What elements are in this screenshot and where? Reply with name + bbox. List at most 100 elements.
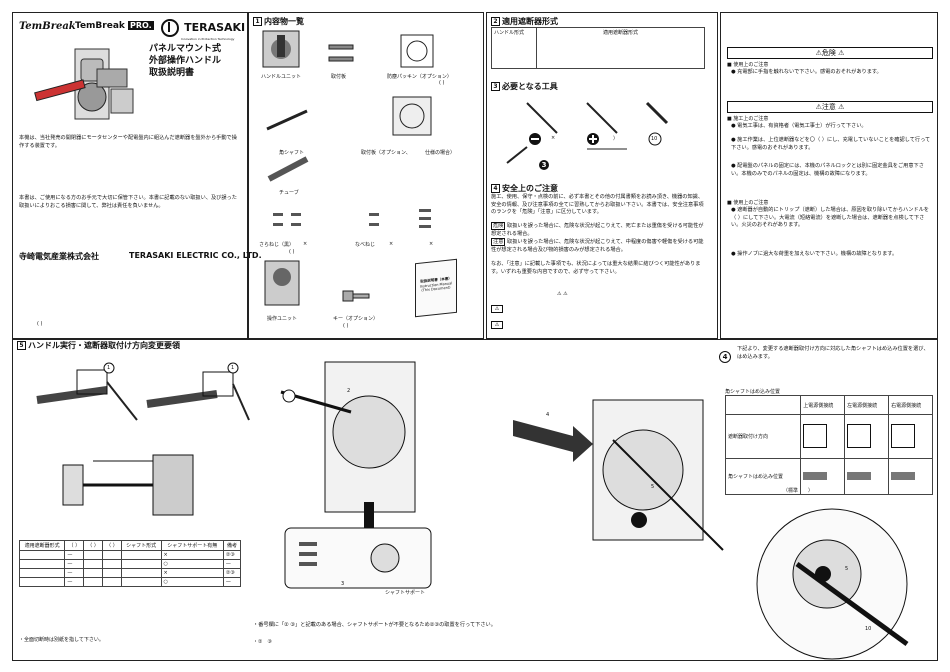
document-number: ( ): [37, 321, 43, 327]
screws-image: [273, 209, 431, 228]
cover-description: 本機は、当社発売の開閉器にモータセンターや配電盤内に組込んだ遮断器を盤外から手動…: [19, 135, 237, 149]
step-4-badge: 4: [719, 344, 731, 363]
item-gasket: 防塵パッキン（オプション）: [387, 74, 452, 80]
table-row: —○—: [18, 577, 242, 587]
angle-col-left: 左電源側接続: [844, 395, 890, 415]
shaft-right-icon: [891, 471, 916, 480]
caution-tag: 注意: [491, 238, 506, 246]
caution-heading-2: ■ 使用上のご注意: [727, 200, 769, 206]
item-handle-unit: ハンドルユニット: [261, 74, 302, 80]
tube-image: [267, 156, 309, 182]
step-1-label-b: 1: [231, 365, 235, 371]
tool-badge-3: 3: [539, 160, 549, 170]
caution-item-1: ● 電気工事は、有資格者（電気工事士）が行って下さい。: [731, 123, 867, 129]
mounting-plate-image: [328, 44, 354, 62]
safety-row1: ⚠: [491, 305, 503, 313]
parts-detail: [284, 527, 432, 589]
square-shaft-image: [266, 109, 308, 131]
danger-heading: ■ 使用上のご注意: [727, 62, 769, 68]
handle-assembly-diagram: [280, 361, 416, 572]
handle-illustration: [34, 48, 134, 120]
company-name-jp: 寺崎電気産業株式会社: [19, 252, 99, 261]
option-plate-image: [392, 96, 432, 136]
applicable-col2: 適用遮断器形式: [536, 27, 705, 69]
caution-item-3: ● 配電盤のパネルの固定には、本機のパネルロックとは別に固定金具をご用意下さい。…: [731, 163, 924, 177]
cover-panel: TemBreak TemBreak PRO. TERASAKI Innovati…: [12, 12, 262, 339]
procedure-note-1: ・全面切断時は別紙を指して下さい。: [19, 637, 104, 643]
on-box-left-icon: [847, 423, 872, 448]
reference-note-2: ・② ③: [253, 639, 272, 645]
applicable-table: ハンドル形式適用遮断器形式: [491, 27, 705, 69]
gasket-qty: ( ): [439, 80, 445, 86]
safety-row2: ⚠: [491, 321, 503, 329]
key-image: [342, 290, 370, 302]
on-box-right-icon: [891, 423, 916, 448]
shaft-table: 適用遮断器形式 （ ） （ ） （ ） シャフト形式 シャフトサポート有無 備考…: [18, 540, 242, 587]
key-paren: ( ): [343, 323, 349, 329]
title-line2: 外部操作ハンドル: [149, 56, 222, 66]
shaft-angle-table: 上電源側接続 左電源側接続 右電源側接続 遮断器取付け方向 角シャフトはめ込み位…: [724, 395, 933, 495]
tube-cutting-illustration: [36, 362, 250, 421]
angle-col-right: 右電源側接続: [888, 395, 933, 415]
danger-banner: ⚠危険 ⚠: [727, 47, 933, 59]
cover-storage-note: 本書は、ご使用になる方のお手元で大切に保管下さい。本書に記載のない取扱い、及び誤…: [19, 195, 237, 209]
shaft-top-icon: [803, 471, 828, 480]
danger-definition: 危険 取扱いを誤った場合に、危険な状況が起こりえて、死亡または重傷を受ける可能性…: [491, 222, 704, 237]
danger-item: ● 充電部に手指を触れないで下さい。感電のおそれがあります。: [731, 69, 882, 75]
step-4-label-a: 4: [546, 412, 550, 418]
other-screws-qty: ×: [429, 241, 434, 247]
warnings-panel: ⚠危険 ⚠ ■ 使用上のご注意 ● 充電部に手指を触れないで下さい。感電のおそれ…: [720, 12, 938, 339]
tools-qty-a: ×: [551, 135, 556, 141]
company-name-en: TERASAKI ELECTRIC CO., LTD.: [129, 251, 262, 260]
caution-definition: 注意 取扱いを誤った場合に、危険な状況が起こりえて、中程度の傷害や軽傷を受ける可…: [491, 238, 704, 253]
safety-body: 施工、使用、保守・点検の前に、必ず本書とその他の付属書類をお読み頂き、機器の知識…: [491, 194, 704, 215]
th-breaker: 適用遮断器形式: [18, 540, 66, 551]
flat-screws-qty: ×: [303, 241, 308, 247]
title-line3: 取扱説明書: [149, 68, 195, 78]
tools-qty-b: ）: [613, 136, 619, 142]
item-tube: チューブ: [279, 190, 299, 196]
tool-label-10: 10: [651, 136, 658, 142]
item-flat-screws: さらねじ（黒）: [259, 242, 295, 248]
manual-booklet: 取扱説明書（本書） Instruction Manual (This Docum…: [415, 258, 457, 318]
safety-note: なお、「注意」に記載した事項でも、状況によっては重大な結果に結びつく可能性があり…: [491, 261, 701, 275]
logo-tembreak-pro: TemBreak PRO.: [75, 21, 154, 31]
applicable-col1: ハンドル形式: [491, 27, 537, 69]
item-operating-unit: 操作ユニット: [267, 316, 298, 322]
breaker-direction-diagram: [513, 399, 724, 551]
item-pan-screws: なべねじ: [355, 242, 376, 248]
step-5-label-a: 5: [651, 484, 655, 490]
on-box-top-icon: [803, 423, 828, 448]
step-1-label-a: 1: [107, 365, 111, 371]
tools-illustration: [506, 101, 669, 164]
item-key: キー（オプション）: [333, 316, 379, 322]
standard-label: （標準 ）: [783, 488, 814, 494]
logo-tembreak: TemBreak: [19, 21, 76, 32]
pan-screws-qty: ×: [389, 241, 394, 247]
pro-badge: PRO.: [128, 21, 154, 30]
table-row: —○—: [18, 559, 242, 569]
caution-item-5: ● 操作ノブに過大な荷重を加えないで下さい。機構の故障となります。: [731, 251, 898, 257]
danger-tag: 危険: [491, 222, 506, 230]
step-5-label-b: 5: [845, 566, 849, 572]
step-2-label: 2: [347, 388, 351, 394]
handle-unit-image: [262, 30, 300, 68]
table-row: —×②③: [18, 550, 242, 560]
angle-row-position: 角シャフトはめ込み位置: [724, 458, 802, 495]
safety-icons: ⚠ ⚠: [557, 291, 568, 297]
item-option-plate-note: 仕様の場合）: [425, 150, 456, 156]
tool-10-label: 10: [865, 626, 872, 632]
angle-row-direction: 遮断器取付け方向: [724, 414, 802, 459]
shaft-support-label: シャフトサポート: [385, 590, 426, 596]
item-square-shaft: 角シャフト: [279, 150, 305, 156]
zoom-detail-diagram: [756, 508, 909, 660]
shaft-assembly-diagram: [62, 454, 194, 516]
step-3-label: 3: [341, 581, 345, 587]
